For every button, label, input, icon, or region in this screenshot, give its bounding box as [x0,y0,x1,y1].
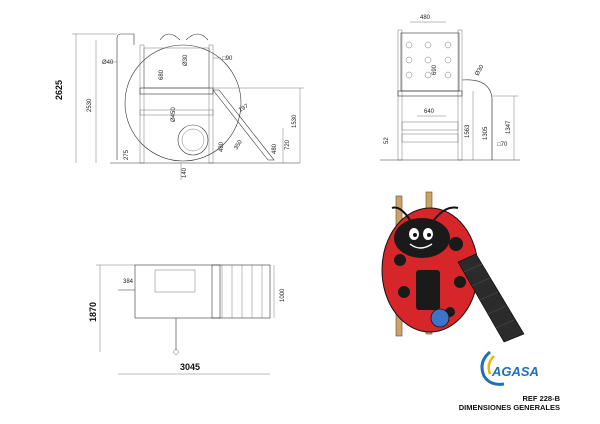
render-pupil-right [427,233,431,237]
front-platform [139,87,214,95]
render-ladybug-head [394,218,450,258]
dim-640: 640 [424,109,435,115]
render-ladybug-spots [394,237,466,317]
logo-swoosh-yellow [487,355,495,375]
dim-d450: Ø450 [171,107,177,122]
side-post-right [457,29,463,161]
render-antenna-left [391,206,411,221]
plan-view: 1870 3045 384 1000 [88,264,286,375]
side-dim-d30: Ø30 [475,64,486,77]
render-smile [409,243,433,249]
dim-1870: 1870 [88,302,98,322]
dim-2530: 2530 [87,98,93,112]
dim-480-a: 480 [219,141,225,152]
logo-swoosh-blue [480,350,505,386]
render-pupil-left [413,233,417,237]
dim-1347: 1347 [506,120,512,134]
dim-2625: 2625 [54,80,64,100]
agasa-logo-text: AGASA [491,364,539,379]
side-panel-dots [405,41,452,79]
dim-197: 197 [238,103,250,114]
dim-690: 690 [432,64,438,75]
ladybug-3d-render [381,191,525,343]
dim-1305: 1305 [483,126,489,140]
dim-140: 140 [182,167,188,178]
dim-480-top: 480 [420,15,431,21]
front-porthole-inner [181,128,205,152]
dim-680: 680 [159,69,165,80]
dim-275: 275 [124,149,130,160]
render-doorway [416,270,440,310]
front-porthole [177,124,209,156]
front-deck-board [139,109,214,116]
dim-480-b: 480 [272,143,278,154]
dim-sq70: □70 [497,142,508,148]
side-step [401,121,459,131]
side-post-left [397,29,403,161]
front-antenna-right [185,33,209,41]
dim-sq90: □90 [222,56,233,62]
drawing-subtitle: DIMENSIONES GENERALES [458,403,560,412]
dim-3045: 3045 [180,362,200,372]
dim-350: 350 [234,139,245,151]
side-slide [461,79,493,160]
dim-384: 384 [123,279,134,285]
dim-1563: 1563 [465,124,471,138]
dim-720: 720 [285,139,291,150]
front-antenna-left [159,33,181,41]
front-post-right [208,44,214,164]
plan-slide-ribs [221,265,263,318]
plan-support-foot [173,349,179,355]
front-handrail [116,33,135,160]
plan-tower [134,264,221,319]
front-slide [212,89,275,161]
agasa-logo-mark: AGASA [480,350,539,386]
dim-1530: 1530 [292,114,298,128]
dim-1000: 1000 [280,288,286,302]
reference-code: REF 228-B [522,394,560,403]
plan-slide [211,264,271,319]
drawing-reference-block: REF 228-B DIMENSIONES GENERALES [420,394,560,412]
side-step-2 [401,133,459,143]
dim-d30: Ø30 [183,54,189,66]
render-porthole [430,308,450,328]
side-view: 480 Ø30 690 640 1563 1305 1347 52 □70 [380,15,520,161]
side-platform [397,90,463,97]
dim-d40: Ø40 [102,60,114,66]
render-slide [457,253,525,343]
front-ladybug-outline [124,44,242,162]
plan-porthole-frame [154,269,196,293]
render-antenna-right [433,206,459,221]
front-view: 2625 2530 Ø40 680 Ø30 □90 Ø450 197 1530 … [54,33,304,180]
dim-52: 52 [384,137,390,144]
front-roof-panel [143,47,210,89]
render-slide-ribs [463,263,515,329]
agasa-logo: AGASA [476,348,548,388]
